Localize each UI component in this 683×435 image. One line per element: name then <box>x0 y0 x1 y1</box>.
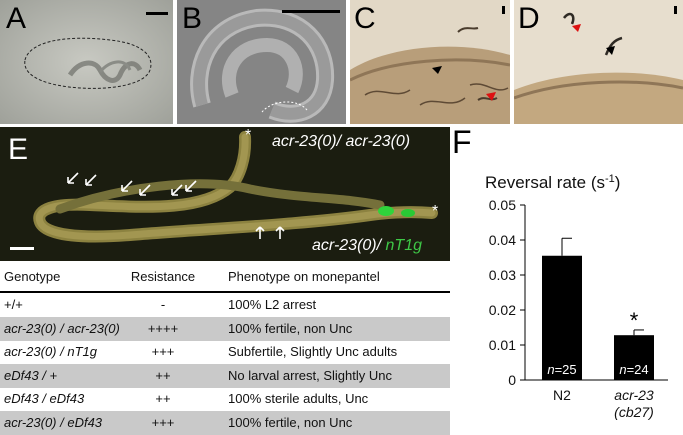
panel-e-genotype-bottom-marker: nT1g <box>385 237 422 254</box>
table-cell-resistance: ++ <box>155 391 171 406</box>
panel-a-label: A <box>6 2 27 35</box>
table-header-phenotype: Phenotype on monepantel <box>228 269 380 284</box>
table-row: eDf43 / + ++ No larval arrest, Slightly Un… <box>0 363 450 388</box>
panel-e-genotype-bottom: acr-23(0)/ nT1g <box>312 237 422 255</box>
table-cell-phenotype: 100% fertile, non Unc <box>228 414 353 430</box>
table-cell-resistance: +++ <box>151 414 175 430</box>
panel-c-label: C <box>354 2 376 35</box>
table-cell-genotype: eDf43 / + <box>4 367 58 383</box>
y-tick-label: 0 <box>508 372 516 388</box>
panel-e-genotype-bottom-prefix: acr-23(0)/ <box>312 237 386 254</box>
table-row: acr-23(0) / acr-23(0) ++++ 100% fertile, n… <box>0 316 450 341</box>
panel-e-micrograph <box>0 127 450 261</box>
panel-d: D <box>514 0 683 124</box>
table-cell-resistance: ++++ <box>147 320 179 336</box>
panel-b-scale-bar <box>282 10 340 13</box>
panel-a-scale-bar <box>146 12 168 15</box>
y-tick-label: 0.05 <box>489 197 516 213</box>
table-cell-genotype: acr-23(0) / eDf43 <box>4 414 103 430</box>
table-cell-phenotype: No larval arrest, Slightly Unc <box>228 367 392 383</box>
table-header-genotype: Genotype <box>4 269 61 284</box>
n-label-2: n=24 <box>619 362 648 377</box>
y-tick-label: 0.03 <box>489 267 516 283</box>
table-cell-resistance: - <box>160 297 166 312</box>
table-header-rule <box>0 291 450 293</box>
table-cell-genotype: eDf43 / eDf43 <box>4 391 85 406</box>
panel-b: B <box>177 0 346 124</box>
panel-e-asterisk-right: * <box>432 203 439 220</box>
panel-e-scale-bar <box>10 247 34 250</box>
y-tick-label: 0.04 <box>489 232 516 248</box>
table-row: acr-23(0) / eDf43 +++ 100% fertile, non Un… <box>0 410 450 435</box>
table-row: eDf43 / eDf43 ++ 100% sterile adults, Unc <box>0 387 450 411</box>
panel-f-chart: Reversal rate (s-1) 0 0.01 0.02 0.03 0.04 0.05… <box>485 173 668 420</box>
panel-c-micrograph <box>350 0 510 124</box>
panel-a: A <box>0 0 173 124</box>
table-row: +/+ - 100% L2 arrest <box>0 293 450 317</box>
panel-a-micrograph <box>0 0 173 124</box>
table-header-row: Genotype Resistance Phenotype on monepan… <box>0 265 450 289</box>
table-cell-genotype: acr-23(0) / acr-23(0) <box>4 320 120 336</box>
category-label-2: (cb27) <box>614 404 654 420</box>
panel-b-label: B <box>182 2 203 35</box>
panel-b-micrograph <box>177 0 346 124</box>
table-cell-resistance: +++ <box>151 344 175 359</box>
table-row: acr-23(0) / nT1g +++ Subfertile, Slightly … <box>0 340 450 364</box>
panel-d-scale-bar <box>674 6 677 14</box>
table-cell-genotype: acr-23(0) / nT1g <box>4 344 97 359</box>
y-tick-label: 0.02 <box>489 302 516 318</box>
table-cell-phenotype: Subfertile, Slightly Unc adults <box>228 344 398 359</box>
table-cell-phenotype: 100% L2 arrest <box>228 297 317 312</box>
chart-title: Reversal rate (s-1) <box>485 173 620 192</box>
panel-e: E * * acr-23(0)/ acr-23(0) acr-23(0)/ nT… <box>0 127 450 261</box>
table-cell-phenotype: 100% fertile, non Unc <box>228 320 353 336</box>
category-label-2: acr-23 <box>614 387 654 403</box>
panel-e-asterisk-top: * <box>245 127 252 144</box>
table-cell-genotype: +/+ <box>4 297 23 312</box>
panel-d-micrograph <box>514 0 683 124</box>
bar-2 <box>614 335 654 380</box>
y-tick-label: 0.01 <box>489 337 516 353</box>
n-label-1: n=25 <box>547 362 576 377</box>
table-cell-resistance: ++ <box>155 367 171 383</box>
panel-d-label: D <box>518 2 540 35</box>
panel-e-label: E <box>8 133 29 166</box>
category-label-1: N2 <box>553 387 571 403</box>
panel-c: C <box>350 0 510 124</box>
significance-mark: * <box>630 308 639 333</box>
panel-f-label: F <box>452 124 472 160</box>
panel-c-scale-bar <box>502 6 505 14</box>
table-cell-phenotype: 100% sterile adults, Unc <box>228 391 369 406</box>
table-header-resistance: Resistance <box>130 269 196 284</box>
bar-1 <box>542 255 582 380</box>
panel-e-genotype-top: acr-23(0)/ acr-23(0) <box>272 133 411 150</box>
